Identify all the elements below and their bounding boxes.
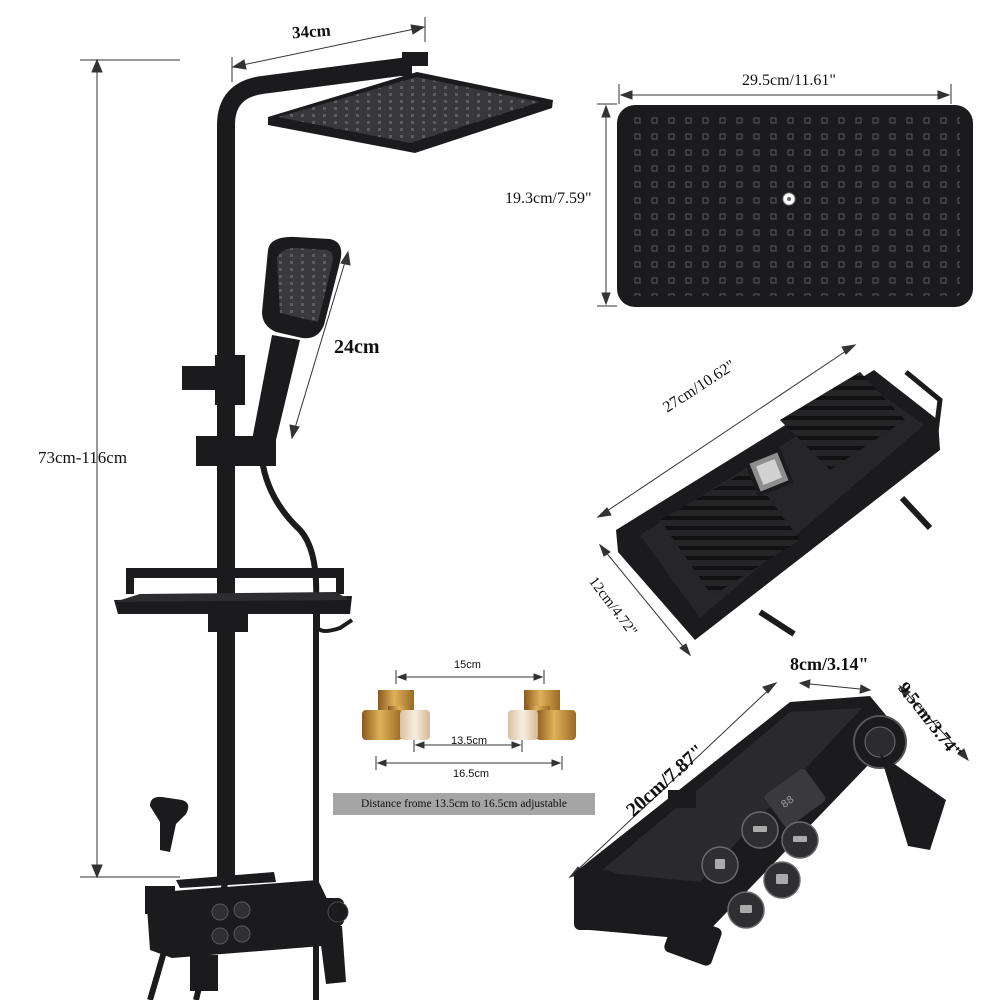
rain-shower-head bbox=[268, 72, 553, 153]
adjustable-distance-note: Distance frome 13.5cm to 16.5cm adjustab… bbox=[333, 793, 595, 815]
arm-width-label: 34cm bbox=[291, 20, 332, 43]
riser-shelf bbox=[114, 568, 354, 633]
shelf-detail bbox=[596, 344, 943, 657]
mixer-depth-label: 8cm/3.14" bbox=[790, 654, 869, 674]
height-dimension-line bbox=[80, 58, 180, 879]
arm-width-dimension-line bbox=[231, 17, 426, 82]
mixer-detail: 88 bbox=[568, 679, 969, 966]
wall-connectors bbox=[362, 670, 576, 770]
main-mixer-body bbox=[146, 872, 349, 991]
connector-min-spacing-label: 13.5cm bbox=[451, 735, 488, 747]
hand-shower bbox=[252, 236, 342, 449]
rain-head-top-view bbox=[597, 84, 973, 307]
overall-height-label: 73cm-116cm bbox=[38, 448, 128, 467]
rain-head-depth-label: 19.3cm/7.59" bbox=[505, 190, 592, 207]
connector-outer-spacing-label: 15cm bbox=[454, 659, 481, 671]
rain-head-width-label: 29.5cm/11.61" bbox=[742, 72, 836, 89]
shower-riser bbox=[217, 52, 428, 880]
connector-max-spacing-label: 16.5cm bbox=[453, 768, 490, 780]
hand-shower-dimension-line bbox=[289, 250, 351, 440]
hand-shower-length-label: 24cm bbox=[334, 336, 380, 358]
